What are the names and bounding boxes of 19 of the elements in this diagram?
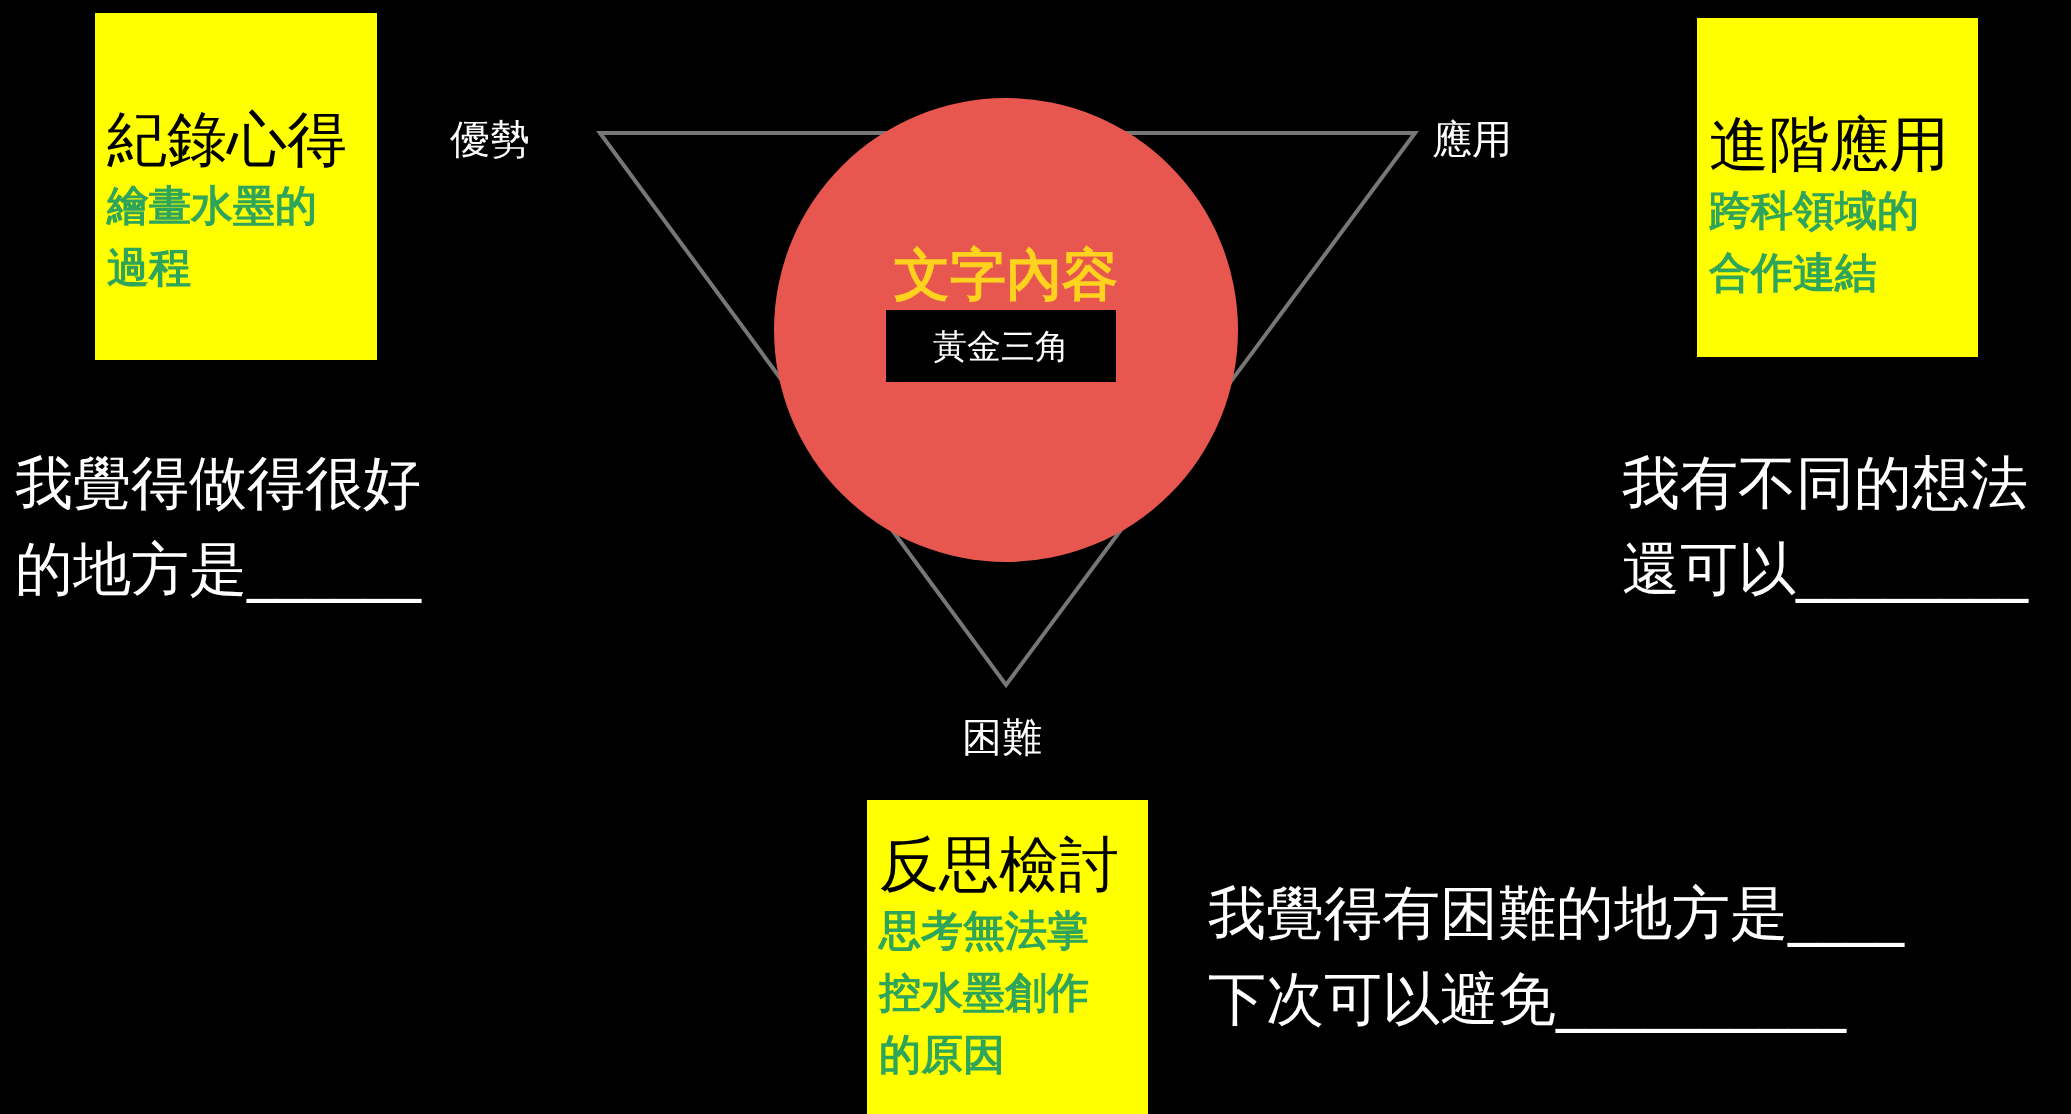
vertex-label: 優勢 [450, 115, 530, 164]
circle-title: 文字內容 [893, 241, 1119, 309]
vertex-label: 應用 [1432, 115, 1512, 164]
note-title: 紀錄心得 [107, 103, 348, 175]
prompt-text: 我覺得做得很好的地方是______ [15, 448, 423, 605]
sticky-note [1697, 18, 1978, 357]
note-title: 進階應用 [1709, 108, 1950, 180]
sticky-note [95, 13, 377, 360]
prompt-text: 還可以________ [1622, 534, 2028, 605]
prompt-text: 下次可以避免__________ [1208, 964, 1846, 1035]
note-text: 思考無法掌控水墨創作的原因 [879, 905, 1090, 1081]
note-text: 繪畫水墨的過程 [107, 180, 318, 294]
note-text: 跨科領域的合作連結 [1709, 185, 1920, 299]
title-tag: 黃金三角 [886, 310, 1116, 382]
prompt-text: 我有不同的想法 [1622, 448, 2028, 519]
vertex-label: 困難 [962, 713, 1042, 762]
note-title: 反思檢討 [879, 828, 1120, 900]
prompt-text: 我覺得有困難的地方是____ [1208, 878, 1904, 949]
sticky-note [867, 800, 1148, 1114]
